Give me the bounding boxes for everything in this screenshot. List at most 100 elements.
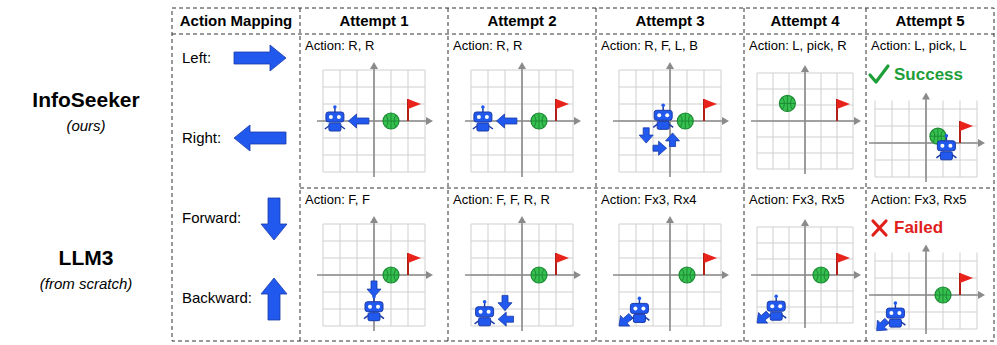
ball-seam bbox=[383, 267, 399, 283]
label-slot: Right: bbox=[182, 129, 221, 146]
move-arrow bbox=[497, 114, 517, 128]
ball-icon bbox=[383, 267, 399, 283]
robot-icon bbox=[325, 105, 345, 131]
robot-eye bbox=[337, 115, 341, 119]
robot-eye bbox=[770, 304, 774, 308]
move-arrow bbox=[653, 141, 667, 155]
row-title: LLM3 bbox=[59, 246, 114, 270]
table-border bbox=[172, 8, 994, 341]
flag-icon bbox=[408, 253, 421, 275]
flag-cloth bbox=[837, 253, 850, 263]
grid-line bbox=[977, 101, 978, 178]
move-arrow bbox=[498, 312, 513, 326]
column-divider bbox=[448, 8, 449, 341]
robot-antenna-tip bbox=[481, 105, 485, 109]
ball-body bbox=[531, 267, 547, 283]
grid-line bbox=[408, 70, 409, 172]
label-slot: Action: L, pick, R bbox=[749, 39, 847, 54]
grid-line bbox=[556, 70, 557, 172]
cross-mark bbox=[873, 221, 886, 235]
column-header: Action Mapping bbox=[180, 12, 293, 29]
robot-eye bbox=[940, 144, 944, 148]
grid-line bbox=[408, 224, 409, 326]
robot-arm bbox=[473, 126, 477, 129]
check-mark bbox=[870, 66, 888, 82]
label-slot: (from scratch) bbox=[40, 275, 133, 292]
robot-body bbox=[657, 121, 669, 129]
grid-world bbox=[465, 216, 581, 331]
axis-arrowhead bbox=[370, 62, 378, 69]
ball-seam bbox=[383, 113, 399, 129]
ball-body bbox=[813, 267, 829, 283]
label-slot: Failed bbox=[894, 218, 943, 238]
robot-icon bbox=[473, 105, 493, 131]
robot-arm bbox=[341, 126, 345, 129]
column-header: Attempt 5 bbox=[895, 12, 964, 29]
grid-line bbox=[704, 224, 705, 326]
axis-arrowhead bbox=[666, 62, 674, 69]
action-mapping-arrows bbox=[234, 45, 287, 320]
ball-body bbox=[383, 113, 399, 129]
grid-line bbox=[892, 101, 893, 178]
robot-body bbox=[329, 123, 341, 131]
robot-arm bbox=[901, 322, 905, 325]
robot-icon bbox=[475, 300, 495, 326]
ball-icon bbox=[679, 267, 695, 283]
robot-icon bbox=[653, 104, 673, 130]
row-divider bbox=[300, 188, 994, 189]
robot-antenna-tip bbox=[894, 301, 898, 305]
y-axis bbox=[804, 224, 806, 328]
flag-icon bbox=[704, 253, 717, 275]
y-axis bbox=[925, 250, 927, 335]
robot-arm bbox=[489, 126, 493, 129]
flag-cloth bbox=[837, 99, 850, 109]
move-arrow bbox=[367, 281, 381, 297]
robot-body bbox=[368, 313, 380, 321]
axis-arrowhead bbox=[426, 271, 433, 279]
robot-antenna-tip bbox=[774, 294, 778, 298]
robot-arm bbox=[653, 124, 657, 127]
robot-head bbox=[937, 141, 955, 151]
mapping-arrow bbox=[234, 125, 286, 151]
move-arrow bbox=[349, 114, 369, 128]
robot-head bbox=[476, 307, 494, 317]
move-arrow bbox=[619, 314, 633, 327]
ball-seam bbox=[531, 267, 547, 283]
ball-seam bbox=[779, 95, 795, 111]
grid-line bbox=[837, 227, 838, 323]
grid-line bbox=[960, 253, 961, 330]
grid-line bbox=[556, 224, 557, 326]
flag-icon bbox=[837, 253, 850, 275]
column-divider bbox=[744, 8, 745, 341]
axis-arrowhead bbox=[370, 216, 378, 223]
label-slot: Attempt 2 bbox=[487, 12, 556, 29]
grid-line bbox=[875, 253, 876, 330]
column-header: Attempt 1 bbox=[339, 12, 408, 29]
robot-arm bbox=[380, 316, 384, 319]
flag-cloth bbox=[960, 273, 973, 283]
action-text: Action: F, F, R, R bbox=[453, 193, 550, 208]
robot-head bbox=[630, 303, 648, 313]
robot-arm bbox=[325, 126, 329, 129]
robot-eye bbox=[889, 311, 893, 315]
grid-world bbox=[869, 93, 985, 183]
flag-cloth bbox=[960, 121, 973, 131]
x-axis bbox=[465, 274, 576, 276]
mapping-arrow bbox=[234, 45, 286, 71]
ball-icon bbox=[813, 267, 829, 283]
flag-icon bbox=[556, 253, 569, 275]
ball-icon bbox=[935, 287, 951, 303]
robot-arm bbox=[952, 155, 956, 158]
label-slot: Backward: bbox=[182, 289, 252, 306]
robot-arm bbox=[645, 317, 649, 320]
grid-line bbox=[875, 101, 876, 178]
robot-eye bbox=[897, 311, 901, 315]
robot-eye bbox=[477, 115, 481, 119]
robot-antenna-tip bbox=[638, 297, 642, 301]
label-slot: (ours) bbox=[66, 117, 105, 134]
robot-arm bbox=[491, 321, 495, 324]
axis-arrowhead bbox=[518, 62, 526, 69]
robot-eye bbox=[376, 305, 380, 309]
axis-arrowhead bbox=[978, 291, 985, 299]
label-slot: Action: Fx3, Rx5 bbox=[749, 193, 844, 208]
